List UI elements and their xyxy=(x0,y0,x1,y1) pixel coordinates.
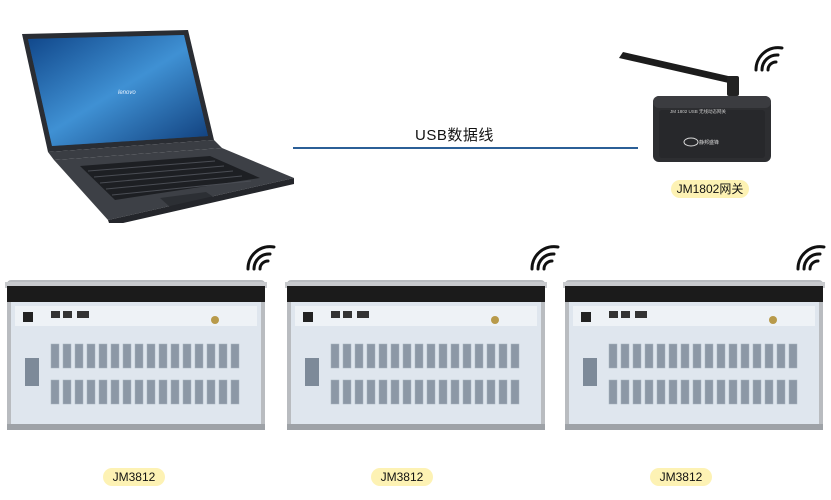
gateway-brand-text: 静邦盛锋 xyxy=(699,139,719,146)
usb-cable-label: USB数据线 xyxy=(415,127,494,144)
laptop: lenovo xyxy=(22,30,294,223)
usb-cable-line xyxy=(293,147,638,149)
gateway-label: JM1802网关 xyxy=(671,180,749,198)
wifi-icon xyxy=(530,245,560,271)
gateway-panel-text: JM 1802 USB 无线动态网关 xyxy=(670,108,727,115)
wifi-icon xyxy=(754,46,784,72)
device-label-1: JM3812 xyxy=(103,468,165,486)
jm3812-device-3 xyxy=(563,280,825,430)
gateway-device: JM 1802 USB 无线动态网关 静邦盛锋 xyxy=(619,52,771,162)
jm3812-device-1 xyxy=(5,280,267,430)
device-label-2: JM3812 xyxy=(371,468,433,486)
wifi-icon xyxy=(796,245,826,271)
jm3812-device-2 xyxy=(285,280,547,430)
wifi-icon xyxy=(246,245,276,271)
screen-brand: lenovo xyxy=(118,90,136,96)
device-label-3: JM3812 xyxy=(650,468,712,486)
